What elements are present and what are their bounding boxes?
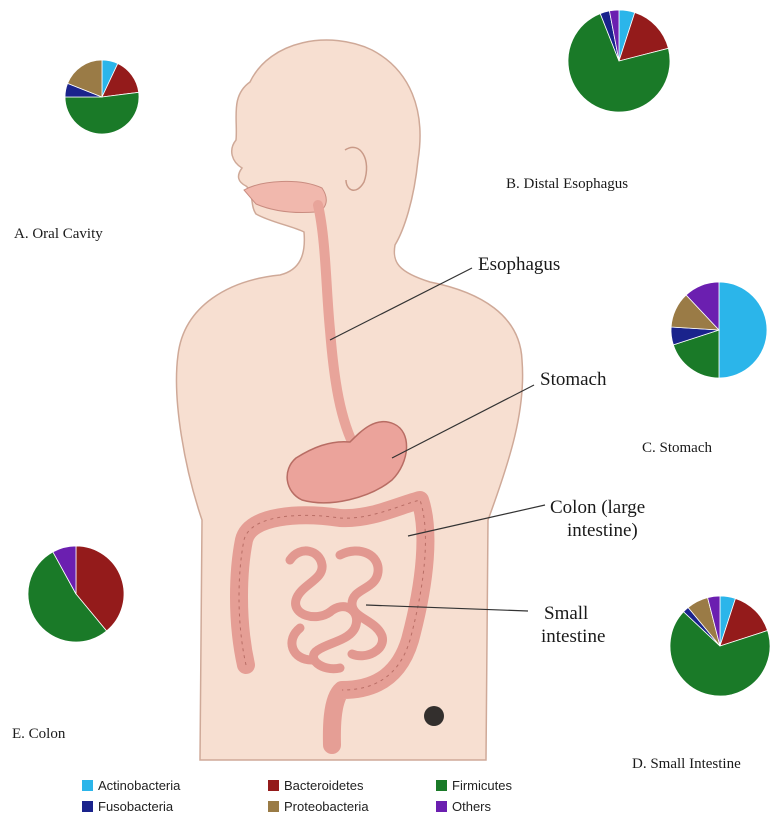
site-label-oral-cavity: A. Oral Cavity bbox=[14, 226, 103, 243]
legend-swatch bbox=[436, 801, 447, 812]
legend-swatch bbox=[82, 801, 93, 812]
organ-label-small-intestine-line1: Small bbox=[544, 602, 588, 625]
pie-chart-5 bbox=[28, 546, 124, 642]
legend-swatch bbox=[82, 780, 93, 791]
legend-label: Firmicutes bbox=[452, 778, 512, 793]
organ-label-small-intestine-line2: intestine bbox=[541, 625, 605, 648]
legend-swatch bbox=[268, 801, 279, 812]
organ-label-esophagus: Esophagus bbox=[478, 253, 560, 276]
site-label-small-intestine: D. Small Intestine bbox=[632, 756, 741, 773]
organ-label-colon-line1: Colon (large bbox=[550, 496, 645, 519]
pie-slice-actinobacteria bbox=[719, 282, 767, 378]
organ-label-stomach: Stomach bbox=[540, 368, 607, 391]
site-label-distal-esophagus: B. Distal Esophagus bbox=[506, 176, 628, 193]
legend-item-actinobacteria: Actinobacteria bbox=[82, 778, 180, 793]
legend-label: Actinobacteria bbox=[98, 778, 180, 793]
human-body-illustration bbox=[177, 40, 523, 760]
pie-chart-3 bbox=[671, 282, 767, 378]
legend-item-firmicutes: Firmicutes bbox=[436, 778, 512, 793]
organ-label-colon-line2: intestine) bbox=[567, 519, 638, 542]
legend-item-others: Others bbox=[436, 799, 491, 814]
legend-label: Bacteroidetes bbox=[284, 778, 364, 793]
site-label-colon: E. Colon bbox=[12, 726, 65, 743]
legend-label: Proteobacteria bbox=[284, 799, 369, 814]
legend-swatch bbox=[268, 780, 279, 791]
legend-label: Fusobacteria bbox=[98, 799, 173, 814]
legend-swatch bbox=[436, 780, 447, 791]
legend-item-bacteroidetes: Bacteroidetes bbox=[268, 778, 364, 793]
pie-chart-2 bbox=[568, 10, 670, 112]
site-label-stomach: C. Stomach bbox=[642, 440, 712, 457]
legend-item-fusobacteria: Fusobacteria bbox=[82, 799, 173, 814]
pie-slice-firmicutes bbox=[65, 92, 139, 134]
pie-chart-1 bbox=[65, 60, 139, 134]
legend-label: Others bbox=[452, 799, 491, 814]
legend-item-proteobacteria: Proteobacteria bbox=[268, 799, 369, 814]
dark-spot bbox=[424, 706, 444, 726]
pie-chart-4 bbox=[670, 596, 770, 696]
